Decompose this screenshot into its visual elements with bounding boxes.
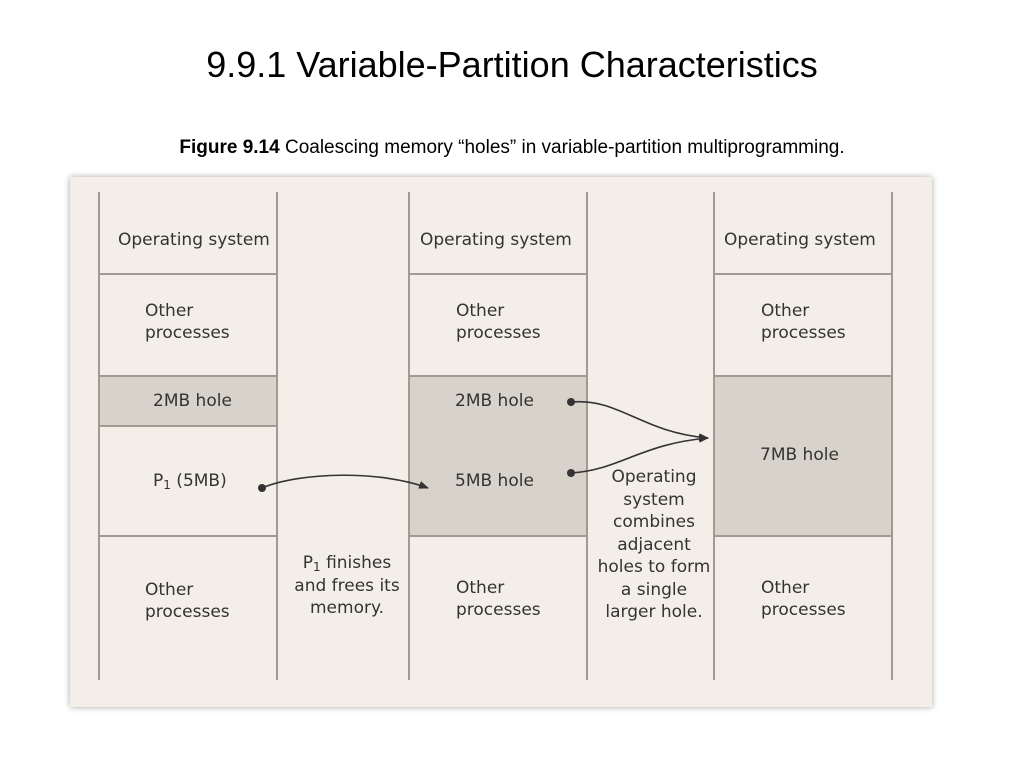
column-tick	[98, 192, 100, 202]
column-tick	[891, 192, 893, 202]
segment-2mb-hole: 2MB hole	[410, 375, 586, 427]
column-tick	[713, 192, 715, 202]
segment-label: 7MB hole	[760, 445, 839, 465]
note-os-combines: Operating system combines adjacent holes…	[597, 467, 711, 622]
memory-column-after-coalesce: Operating system Other processes 7MB hol…	[713, 197, 893, 673]
column-tick	[408, 670, 410, 680]
segment-label: Other processes	[145, 580, 230, 622]
memory-column-after-free: Operating system Other processes 2MB hol…	[408, 197, 588, 673]
segment-7mb-hole: 7MB hole	[715, 375, 891, 537]
column-tick	[276, 670, 278, 680]
column-tick	[586, 192, 588, 202]
column-tick	[276, 192, 278, 202]
segment-label: Other processes	[761, 301, 846, 343]
segment-label: 2MB hole	[153, 391, 232, 411]
segment-label: Operating system	[420, 230, 572, 250]
memory-column-before: Operating system Other processes 2MB hol…	[98, 197, 278, 673]
segment-other-processes: Other processes	[100, 273, 276, 375]
segment-label: 2MB hole	[455, 391, 534, 411]
arrow-5mb-to-7mb	[570, 434, 709, 474]
segment-operating-system: Operating system	[410, 197, 586, 275]
figure-caption: Figure 9.14 Coalescing memory “holes” in…	[0, 137, 1024, 159]
slide-title: 9.9.1 Variable-Partition Characteristics	[206, 44, 818, 85]
segment-other-processes: Other processes	[715, 537, 891, 673]
segment-operating-system: Operating system	[100, 197, 276, 275]
segment-other-processes: Other processes	[715, 273, 891, 375]
figure-caption-text: Coalescing memory “holes” in variable-pa…	[284, 137, 845, 158]
segment-other-processes: Other processes	[410, 537, 586, 673]
segment-label: Other processes	[761, 578, 846, 620]
column-tick	[408, 192, 410, 202]
segment-other-processes: Other processes	[410, 273, 586, 375]
note-p1-finishes: P1 finishes and frees its memory.	[294, 553, 400, 618]
segment-label: Operating system	[118, 230, 270, 250]
segment-label: Operating system	[724, 230, 876, 250]
segment-label: Other processes	[145, 301, 230, 343]
segment-5mb-hole: 5MB hole	[410, 425, 586, 537]
column-tick	[891, 670, 893, 680]
column-tick	[98, 670, 100, 680]
column-tick	[586, 670, 588, 680]
segment-p1-process: P1 (5MB)	[100, 427, 276, 537]
segment-label: Other processes	[456, 578, 541, 620]
arrow-2mb-to-7mb	[570, 400, 709, 442]
figure-number: Figure 9.14	[179, 137, 280, 158]
segment-label: Other processes	[456, 301, 541, 343]
segment-2mb-hole: 2MB hole	[100, 375, 276, 427]
segment-label: P1 (5MB)	[153, 471, 227, 492]
arrow-p1-to-5mb-hole	[261, 474, 429, 489]
segment-operating-system: Operating system	[715, 197, 891, 275]
segment-other-processes: Other processes	[100, 535, 276, 673]
segment-label: 5MB hole	[455, 471, 534, 491]
column-tick	[713, 670, 715, 680]
